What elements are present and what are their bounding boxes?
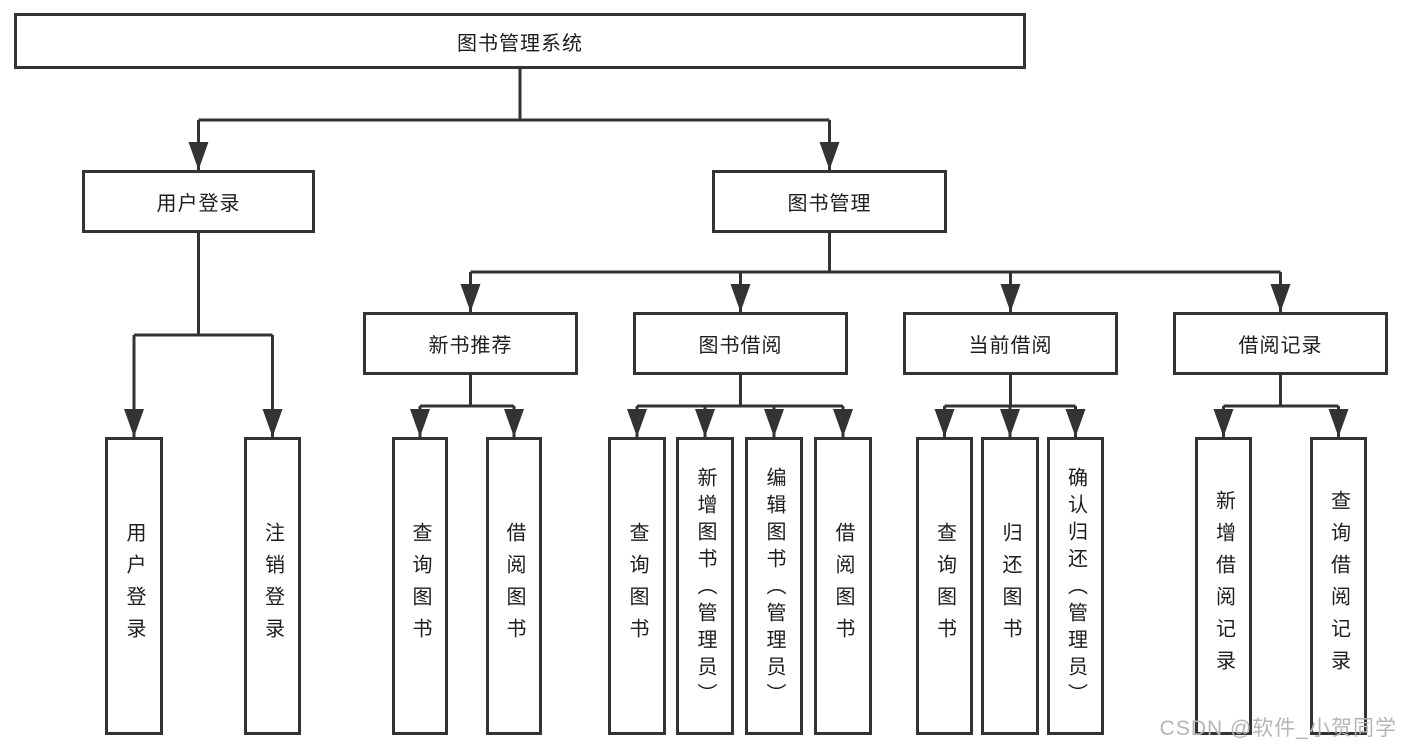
leaf-recommend-borrow-books: 借阅图书 [486,437,542,735]
node-user-login: 用户登录 [82,170,315,233]
leaf-user-login: 用户登录 [105,437,163,735]
node-borrow-records: 借阅记录 [1173,312,1388,375]
connector-borrow-records-to-leaves [1213,375,1349,437]
connector-user-login-to-leaves [124,233,283,437]
node-new-book-recommend: 新书推荐 [363,312,578,375]
leaf-current-confirm-return-admin: 确认归还（管理员） [1047,437,1104,735]
leaf-borrow-borrow-books: 借阅图书 [814,437,872,735]
leaf-records-query-borrow-record: 查询借阅记录 [1310,437,1367,735]
csdn-watermark: CSDN @软件_小贺同学 [1159,717,1397,740]
node-book-borrow: 图书借阅 [633,312,848,375]
connector-book-management-to-modules [460,233,1291,312]
leaf-borrow-query-books: 查询图书 [608,437,666,735]
leaf-borrow-edit-books-admin: 编辑图书（管理员） [745,437,803,735]
leaf-logout-login: 注销登录 [244,437,301,735]
node-book-management: 图书管理 [712,170,947,233]
node-current-borrow: 当前借阅 [903,312,1118,375]
leaf-recommend-query-books: 查询图书 [392,437,448,735]
connector-new-book-recommend-to-leaves [410,375,524,437]
leaf-current-query-books: 查询图书 [916,437,973,735]
node-library-management-system: 图书管理系统 [14,13,1026,69]
connector-current-borrow-to-leaves [934,375,1086,437]
leaf-current-return-books: 归还图书 [981,437,1039,735]
leaf-borrow-add-books-admin: 新增图书（管理员） [676,437,734,735]
connector-book-borrow-to-leaves [627,375,853,437]
leaf-records-add-borrow-record: 新增借阅记录 [1195,437,1252,735]
connector-root-to-level1 [188,68,840,170]
